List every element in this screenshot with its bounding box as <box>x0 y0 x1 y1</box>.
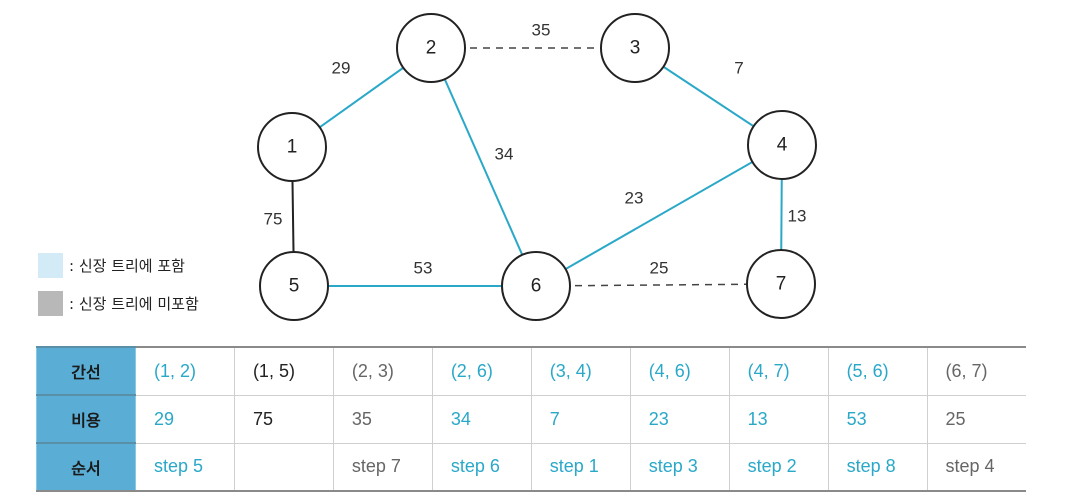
edge-cell: (2, 3) <box>332 346 433 396</box>
edge-cell: (2, 6) <box>431 346 532 396</box>
legend-excluded-label: : 신장 트리에 미포함 <box>69 295 199 313</box>
order-cell <box>233 443 334 492</box>
order-cell: step 5 <box>135 443 235 492</box>
order-cell: step 2 <box>728 443 829 492</box>
edge-weight-4-7: 13 <box>788 207 807 226</box>
node-4: 4 <box>747 110 817 180</box>
edge-6-7 <box>535 283 782 287</box>
legend-included-swatch <box>38 253 63 278</box>
edge-row: 간선 (1, 2)(1, 5)(2, 3)(2, 6)(3, 4)(4, 6)(… <box>36 346 1026 396</box>
node-circle-7 <box>746 249 816 319</box>
node-6: 6 <box>501 251 571 321</box>
node-label-1: 1 <box>287 137 298 158</box>
cost-cell: 34 <box>431 395 532 444</box>
edges-layer <box>291 47 783 287</box>
order-cell: step 8 <box>827 443 927 492</box>
edge-cell: (4, 7) <box>728 346 829 396</box>
order-cell: step 1 <box>530 443 631 492</box>
order-cell: step 6 <box>431 443 532 492</box>
edge-weight-4-6: 23 <box>625 189 644 208</box>
legend-excluded-swatch <box>38 291 63 316</box>
cost-cell: 53 <box>827 395 927 444</box>
order-cell: step 3 <box>629 443 730 492</box>
edge-weight-2-3: 35 <box>532 21 551 40</box>
node-circle-5 <box>259 251 329 321</box>
order-cell: step 7 <box>332 443 433 492</box>
node-circle-3 <box>600 13 670 83</box>
edge-weight-6-7: 25 <box>650 259 669 278</box>
edge-table: 간선 (1, 2)(1, 5)(2, 3)(2, 6)(3, 4)(4, 6)(… <box>36 346 1026 492</box>
node-5: 5 <box>259 251 329 321</box>
node-2: 2 <box>396 13 466 83</box>
node-1: 1 <box>257 112 327 182</box>
edge-header: 간선 <box>36 346 136 396</box>
node-circle-1 <box>257 112 327 182</box>
cost-cell: 35 <box>332 395 433 444</box>
cost-cell: 29 <box>135 395 235 444</box>
edge-4-6 <box>535 144 783 287</box>
node-7: 7 <box>746 249 816 319</box>
edge-cell: (1, 2) <box>135 346 235 396</box>
cost-cell: 7 <box>530 395 631 444</box>
node-circle-4 <box>747 110 817 180</box>
cost-header: 비용 <box>36 394 136 444</box>
node-circle-2 <box>396 13 466 83</box>
edge-weight-2-6: 34 <box>495 145 514 164</box>
order-header: 순서 <box>36 442 136 492</box>
edge-cell: (6, 7) <box>926 346 1026 396</box>
edge-2-6 <box>430 47 537 287</box>
node-circle-6 <box>501 251 571 321</box>
node-label-3: 3 <box>630 38 641 59</box>
legend-included-label: : 신장 트리에 포함 <box>69 257 185 275</box>
node-label-2: 2 <box>426 38 437 59</box>
legend-included: : 신장 트리에 포함 <box>38 253 185 278</box>
node-label-4: 4 <box>777 135 788 156</box>
edge-cell: (1, 5) <box>233 346 334 396</box>
edge-cell: (5, 6) <box>827 346 927 396</box>
edge-weight-1-2: 29 <box>332 59 351 78</box>
cost-cell: 23 <box>629 395 730 444</box>
node-label-6: 6 <box>531 276 542 297</box>
order-cell: step 4 <box>926 443 1026 492</box>
edge-weight-3-4: 7 <box>734 59 743 78</box>
node-3: 3 <box>600 13 670 83</box>
edge-cell: (4, 6) <box>629 346 730 396</box>
cost-cell: 25 <box>926 395 1026 444</box>
cost-cell: 13 <box>728 395 829 444</box>
edge-weight-1-5: 75 <box>264 210 283 229</box>
edge-weight-5-6: 53 <box>414 259 433 278</box>
node-label-5: 5 <box>289 276 300 297</box>
edge-cell: (3, 4) <box>530 346 631 396</box>
legend-excluded: : 신장 트리에 미포함 <box>38 291 199 316</box>
cost-cell: 75 <box>233 395 334 444</box>
node-label-7: 7 <box>776 274 787 295</box>
